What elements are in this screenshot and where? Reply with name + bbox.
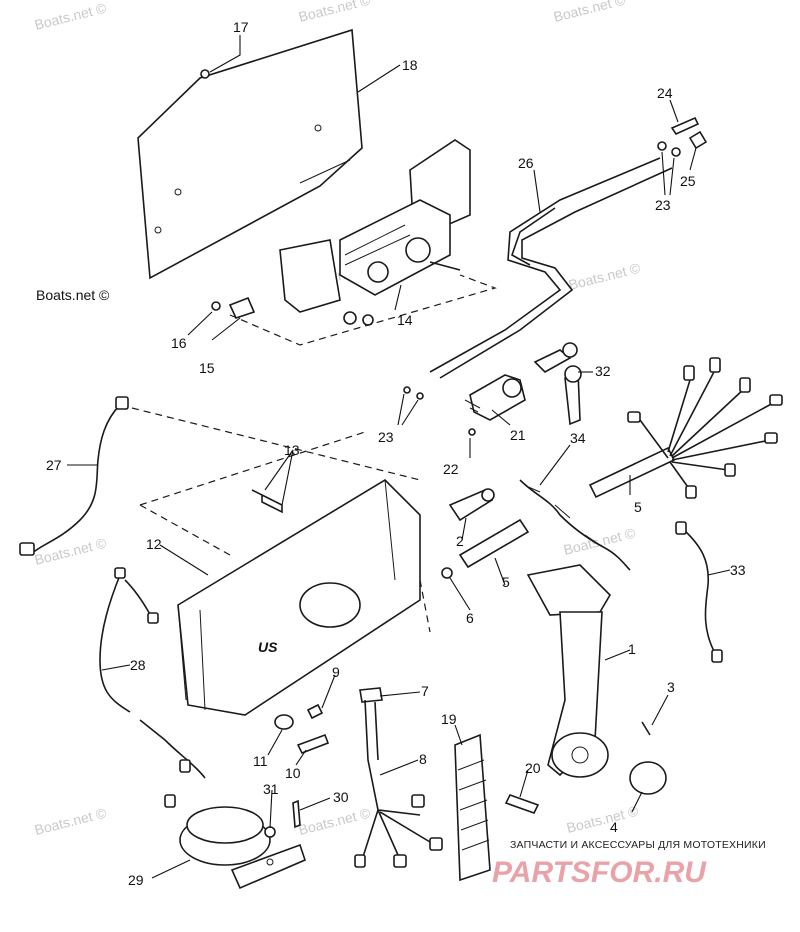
callout-14: 14 [397,312,413,328]
watermark-10: Boats.net © [297,804,373,837]
dashed-line-d [419,579,431,633]
part-33-wire [675,521,723,663]
callouts: 17 18 14 16 15 26 24 25 23 32 21 23 22 3… [46,19,746,888]
callout-12: 12 [146,536,162,552]
callout-4: 4 [610,819,618,835]
part-13-clip [251,489,283,514]
callout-11: 11 [253,753,268,769]
watermark-1: Boats.net © [33,0,109,33]
part-23-nuts-top [657,141,681,157]
callout-10: 10 [285,765,301,781]
part-4-knob [629,761,667,795]
dashed-line-a [131,407,421,481]
callout-8: 8 [419,751,427,767]
part-22-nut [468,428,476,436]
callout-31: 31 [263,781,279,797]
part-19-terminal-block [454,733,491,882]
callout-34: 34 [570,430,586,446]
part-12-housing: US [177,478,421,716]
watermark-11: Boats.net © [565,802,641,835]
callout-13: 13 [284,442,300,458]
part-11-washer [274,714,294,730]
part-8-harness [354,699,443,868]
part-5-tube [458,518,530,569]
callout-25: 25 [680,173,696,189]
callout-29: 29 [128,872,144,888]
part-23-nuts-mid [403,386,424,400]
part-32-keys [533,342,582,426]
callout-5-right: 5 [634,499,642,515]
callout-7: 7 [421,683,429,699]
part-9-screw [306,703,324,720]
part-14-mechanism [279,139,471,326]
callout-27: 27 [46,457,62,473]
brand-logo: ЗАПЧАСТИ И АКСЕССУАРЫ ДЛЯ МОТОТЕХНИКИ PA… [492,839,766,889]
watermark-6: Boats.net © [33,534,109,567]
part-29-horn [179,806,306,890]
part-1-lever [526,564,612,778]
callout-9: 9 [332,664,340,680]
callout-2: 2 [456,533,464,549]
callout-16: 16 [171,335,187,351]
callout-24: 24 [657,85,673,101]
callout-30: 30 [333,789,349,805]
part-17-screw [200,69,210,79]
dashed-line-c [139,504,231,556]
part-7-grommet [359,687,383,703]
callout-1: 1 [628,641,636,657]
part-18-cover-plate [137,28,363,280]
dashed-line-b [139,431,366,506]
callout-22: 22 [443,461,459,477]
callout-23-mid: 23 [378,429,394,445]
callout-28: 28 [130,657,146,673]
part-20-bolt [504,794,540,814]
callout-18: 18 [402,57,418,73]
part-28-wire [99,567,206,808]
watermark-3: Boats.net © [552,0,628,25]
part-3-pin [641,721,651,736]
callout-21: 21 [510,427,526,443]
brand-name: PARTSFOR.RU [492,856,707,889]
part-6-washer [441,567,453,579]
part-16-screw [211,301,221,311]
part-25-sleeve [688,130,708,150]
watermark-visible: Boats.net © [36,287,110,303]
callout-26: 26 [518,155,534,171]
watermark-8: Boats.net © [562,524,638,557]
part-27-wire [19,396,129,556]
callout-15: 15 [199,360,215,376]
part-10-bolt [296,733,330,755]
leader-lines [67,35,731,879]
part-2-switch [448,488,495,522]
part-30-screw [292,799,301,829]
callout-33: 33 [730,562,746,578]
watermark-9: Boats.net © [33,804,109,837]
brand-tagline: ЗАПЧАСТИ И АКСЕССУАРЫ ДЛЯ МОТОТЕХНИКИ [510,839,766,851]
callout-32: 32 [595,363,611,379]
watermark-5: Boats.net © [567,259,643,292]
callout-3: 3 [667,679,675,695]
part-31-screw [264,826,276,838]
part-21-ignition-switch [464,374,526,421]
part-15-block [228,296,256,319]
watermark-2: Boats.net © [297,0,373,25]
housing-logo: US [258,639,278,655]
callout-6: 6 [466,610,474,626]
callout-5-mid: 5 [502,574,510,590]
callout-19: 19 [441,711,457,727]
callout-20: 20 [525,760,541,776]
part-34-chain [519,479,631,571]
part-24-pin [670,116,700,136]
callout-17: 17 [233,19,249,35]
callout-23-top: 23 [655,197,671,213]
part-26-cables [429,157,673,379]
part-5-harness [588,357,783,499]
dashed-outline-14 [229,274,497,346]
